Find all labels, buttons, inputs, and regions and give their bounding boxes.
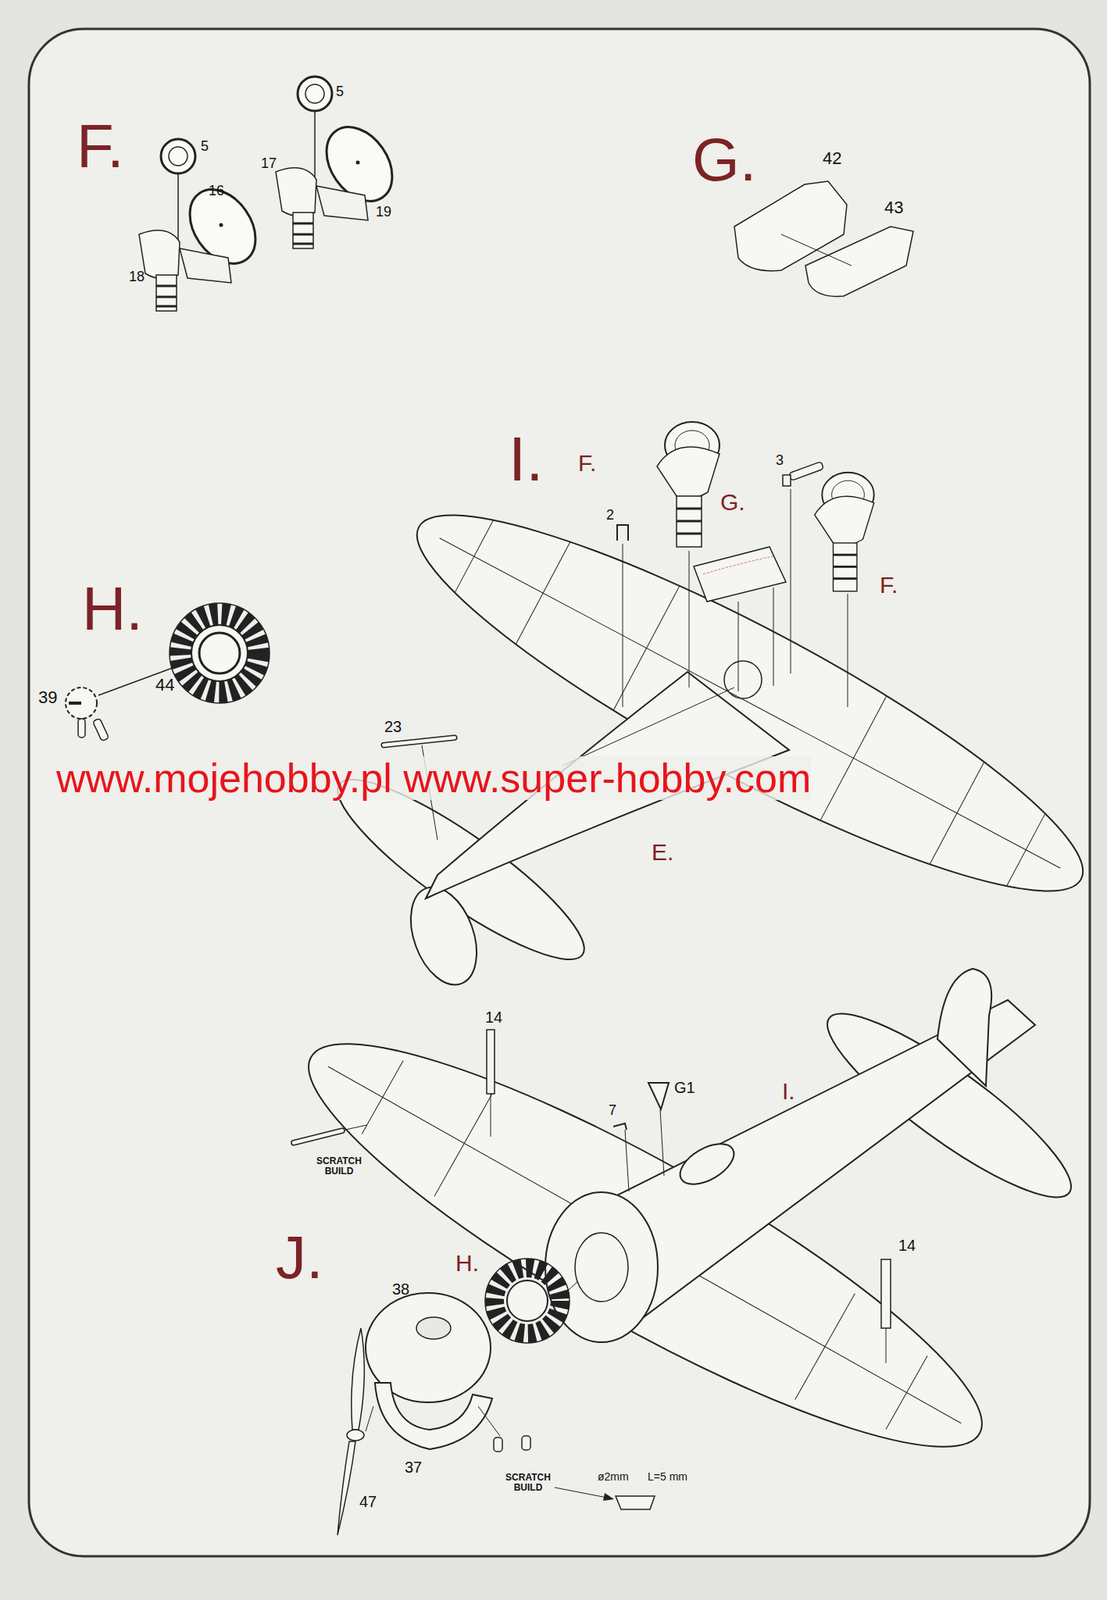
callout-number: 23 bbox=[384, 718, 402, 735]
subassembly-ref: F. bbox=[578, 451, 597, 475]
callout-number: 5 bbox=[335, 84, 344, 99]
step-letter: F. bbox=[76, 115, 125, 177]
callout-number: 42 bbox=[822, 149, 842, 168]
callout-number: 7 bbox=[608, 1103, 617, 1118]
callout-number: 18 bbox=[128, 269, 145, 284]
step-letter: J. bbox=[275, 1226, 324, 1288]
callout-number: 43 bbox=[884, 199, 904, 217]
step-letter: H. bbox=[82, 578, 143, 640]
aircraft-underside bbox=[319, 461, 1107, 994]
callout-number: 14 bbox=[485, 1009, 503, 1025]
callout-number: ø2mm bbox=[597, 1471, 629, 1482]
canopy-frame bbox=[734, 181, 914, 297]
subassembly-ref: H. bbox=[455, 1251, 479, 1275]
watermark: www.mojehobby.pl www.super-hobby.com bbox=[56, 756, 811, 800]
callout-number: 39 bbox=[38, 689, 58, 707]
step-letter: G. bbox=[692, 128, 757, 190]
callout-number: 19 bbox=[375, 204, 392, 219]
subassembly-ref: F. bbox=[879, 573, 898, 597]
callout-number: 47 bbox=[359, 1493, 377, 1510]
callout-number: 44 bbox=[155, 676, 175, 694]
callout-number: 14 bbox=[898, 1237, 916, 1254]
subassembly-ref: I. bbox=[782, 1079, 796, 1104]
subassembly-ref: E. bbox=[651, 840, 674, 865]
callout-number: L=5 mm bbox=[647, 1471, 688, 1482]
aircraft-top bbox=[271, 968, 1090, 1506]
subassembly-ref: G. bbox=[720, 490, 746, 515]
step-j-parts bbox=[290, 1029, 891, 1536]
callout-number: G1 bbox=[674, 1079, 696, 1096]
callout-number: 37 bbox=[404, 1459, 422, 1475]
callout-number: 16 bbox=[208, 183, 225, 198]
callout-number: 17 bbox=[260, 156, 277, 171]
callout-number: 2 bbox=[606, 507, 615, 522]
note-text: SCRATCH BUILD bbox=[312, 1156, 366, 1177]
note-text: SCRATCH BUILD bbox=[501, 1472, 555, 1493]
callout-number: 38 bbox=[392, 1281, 410, 1297]
step-letter: I. bbox=[508, 428, 543, 491]
callout-number: 3 bbox=[775, 453, 784, 468]
callout-number: 5 bbox=[200, 139, 209, 154]
headrest-assembly bbox=[139, 76, 406, 311]
